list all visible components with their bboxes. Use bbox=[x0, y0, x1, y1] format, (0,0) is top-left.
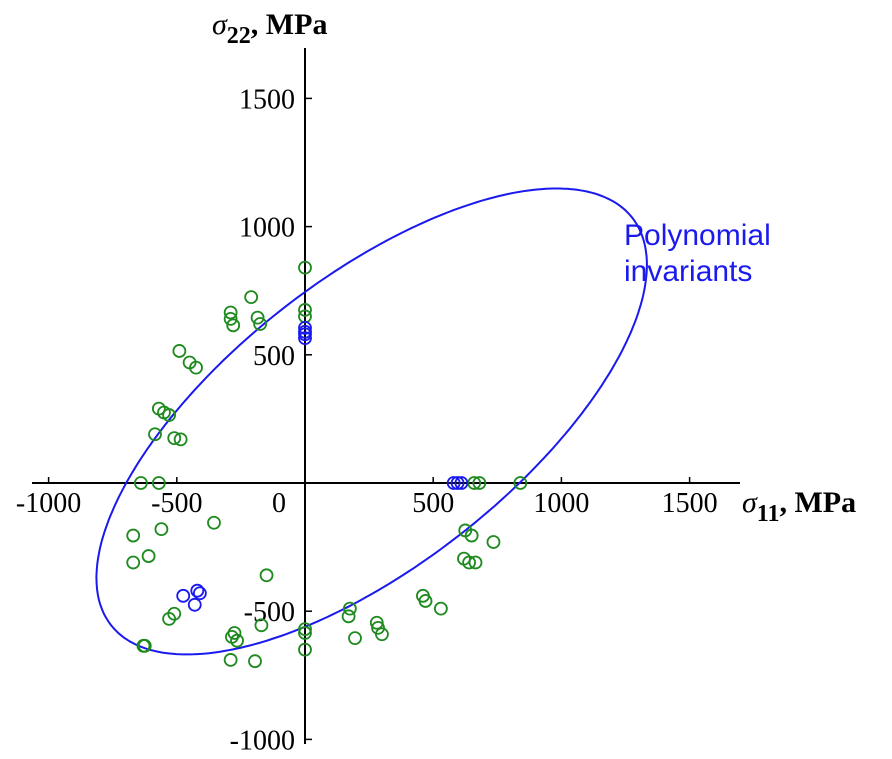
x-axis-subscript: 11 bbox=[757, 501, 780, 527]
y-tick-label: 500 bbox=[253, 341, 295, 372]
y-tick-label: -1000 bbox=[230, 725, 295, 756]
data-point bbox=[230, 633, 244, 648]
data-point bbox=[207, 515, 221, 530]
data-point bbox=[189, 360, 203, 375]
data-point bbox=[126, 528, 141, 543]
envelope-curve bbox=[95, 187, 648, 656]
data-point bbox=[462, 555, 476, 570]
data-point bbox=[450, 476, 465, 490]
data-point bbox=[472, 476, 487, 490]
data-point bbox=[227, 626, 242, 640]
data-point bbox=[173, 432, 188, 447]
data-point bbox=[298, 303, 312, 317]
x-tick-label: 1000 bbox=[533, 488, 589, 519]
data-point bbox=[298, 622, 312, 637]
x-tick-label: 0 bbox=[272, 488, 286, 519]
y-tick-label: 1500 bbox=[239, 84, 295, 115]
data-point bbox=[223, 312, 238, 326]
data-point bbox=[513, 476, 528, 490]
x-axis-unit: , MPa bbox=[779, 486, 856, 519]
data-point bbox=[250, 310, 265, 325]
data-point bbox=[223, 305, 238, 320]
data-point bbox=[454, 476, 469, 490]
y-tick-label: -500 bbox=[244, 597, 295, 628]
data-point bbox=[298, 320, 312, 335]
data-point bbox=[223, 653, 238, 667]
data-point bbox=[248, 654, 262, 669]
data-point bbox=[433, 601, 448, 616]
data-point bbox=[172, 344, 187, 358]
data-point bbox=[446, 476, 461, 490]
data-point bbox=[148, 427, 162, 442]
x-tick-label: 1500 bbox=[662, 488, 718, 519]
x-axis-symbol: σ bbox=[742, 486, 758, 519]
data-point bbox=[254, 618, 269, 633]
data-point bbox=[468, 555, 483, 570]
data-point bbox=[253, 317, 268, 331]
data-point bbox=[190, 583, 205, 598]
data-point bbox=[151, 476, 166, 490]
data-point bbox=[464, 528, 479, 543]
ticks: -1000 -500 0 500 1000 1500 -1000 -500 500 1000 150… bbox=[16, 84, 718, 756]
data-point bbox=[167, 431, 182, 446]
data-point bbox=[418, 594, 433, 608]
data-point bbox=[342, 601, 357, 616]
data-point bbox=[162, 408, 177, 422]
data-point bbox=[369, 615, 384, 630]
data-point bbox=[259, 568, 274, 583]
y-axis-symbol: σ bbox=[212, 8, 228, 41]
data-point bbox=[375, 627, 389, 642]
data-point bbox=[126, 555, 141, 570]
data-points bbox=[126, 260, 528, 669]
x-tick-label: -1000 bbox=[16, 488, 81, 519]
data-point bbox=[154, 522, 169, 537]
y-tick-label: 1000 bbox=[239, 213, 295, 244]
annotation-line-1: Polynomial bbox=[624, 219, 771, 252]
x-axis-title: σ11, MPa bbox=[742, 486, 856, 527]
data-point bbox=[341, 609, 356, 624]
y-axis-unit: , MPa bbox=[251, 8, 328, 41]
data-point bbox=[298, 642, 312, 657]
data-point bbox=[298, 327, 312, 342]
data-point bbox=[137, 638, 152, 653]
data-point bbox=[226, 318, 241, 333]
data-point bbox=[141, 549, 156, 563]
data-point bbox=[244, 290, 259, 305]
data-point bbox=[298, 626, 312, 640]
annotation-line-2: invariants bbox=[624, 255, 752, 288]
x-tick-label: -500 bbox=[151, 488, 202, 519]
axes bbox=[32, 48, 740, 744]
data-point bbox=[298, 260, 312, 275]
data-point bbox=[162, 611, 177, 626]
y-axis-title: σ22, MPa bbox=[212, 8, 327, 49]
data-point bbox=[176, 588, 191, 603]
y-axis-subscript: 22 bbox=[227, 23, 251, 49]
data-point bbox=[192, 586, 207, 601]
x-tick-label: 500 bbox=[412, 488, 454, 519]
polynomial-invariants-curve bbox=[95, 187, 648, 656]
data-point bbox=[486, 535, 501, 549]
data-point bbox=[134, 476, 148, 490]
data-point bbox=[187, 597, 202, 612]
series-annotation: Polynomial invariants bbox=[624, 219, 779, 288]
data-point bbox=[298, 331, 312, 346]
data-point bbox=[348, 631, 362, 646]
